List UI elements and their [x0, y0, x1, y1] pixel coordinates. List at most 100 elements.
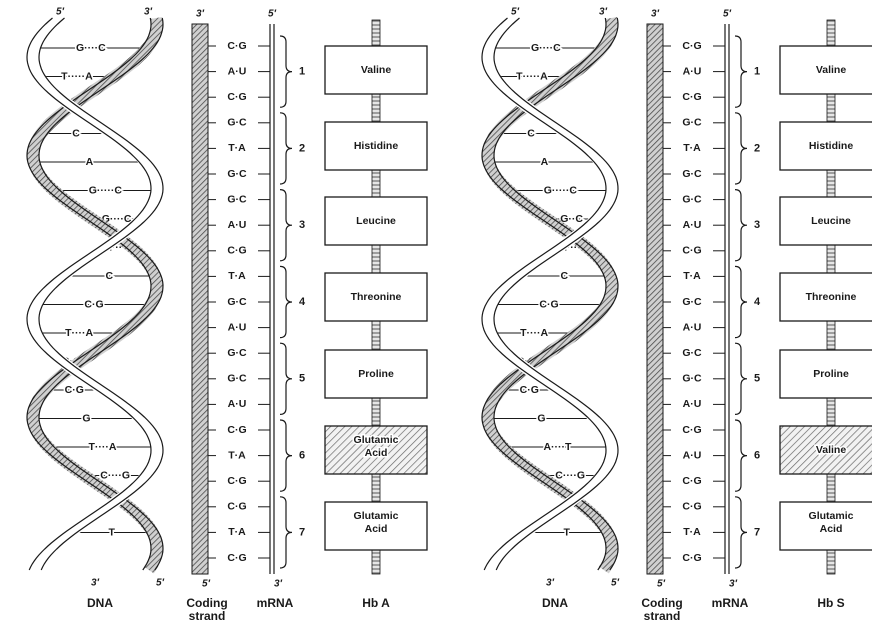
dna-strand-white	[482, 13, 618, 573]
codon-number: 4	[754, 296, 761, 308]
codon-brace	[279, 342, 293, 415]
codon-base-pair: T·A	[228, 449, 246, 461]
dna-strand-shaded-edge	[26, 17, 152, 571]
amino-acid-label: Proline	[813, 368, 849, 380]
dna-strand-white-edge	[493, 17, 619, 571]
dna-pair-label: G····C	[102, 213, 132, 225]
coding-strand-label: Coding	[186, 596, 227, 610]
dna-strand-white-edge	[38, 17, 164, 571]
codon-base-pair: A·U	[683, 65, 702, 77]
dna-5prime-bottom: 5′	[156, 578, 165, 589]
dna-pair-label: C····G	[555, 469, 585, 481]
dna-helix: G····CT·····AG·CCAG·····CG····CA····TCC·…	[26, 13, 164, 574]
amino-acid-label-line: Glutamic	[354, 510, 399, 522]
coding-strand-label-2: strand	[189, 609, 226, 623]
codon-number: 3	[299, 219, 305, 231]
codon-base-pair: G·C	[227, 117, 247, 129]
amino-acid-label: Histidine	[809, 140, 853, 152]
codon-base-pair: A·U	[683, 449, 702, 461]
codon-base-pair: A·U	[228, 65, 247, 77]
dna-pair-label: T	[563, 526, 570, 538]
codon-base-pair: A·U	[228, 398, 247, 410]
amino-acid-label: Leucine	[811, 215, 851, 227]
codon-base-pair: C·G	[227, 475, 246, 487]
dna-pair-label: C·G	[84, 298, 103, 310]
amino-acid-box	[324, 45, 428, 95]
mrna-5prime: 5′	[268, 9, 277, 20]
peptide-bond-stem	[371, 19, 381, 47]
codon-base-pair: A·U	[228, 219, 247, 231]
codon-brace	[734, 189, 748, 262]
codon-base-pair: T·A	[228, 142, 246, 154]
dna-pair-label: C····G	[100, 469, 130, 481]
codon-brace	[279, 35, 293, 108]
amino-acid-chain: ValineHistidineLeucineThreonineProlineVa…	[779, 19, 872, 575]
amino-acid-label: Valine	[816, 64, 847, 76]
codon-base-pair: G·C	[227, 296, 247, 308]
dna-pair-label: G····C	[76, 42, 106, 54]
amino-acid-box	[779, 45, 872, 95]
dna-pair-label: G	[537, 412, 545, 424]
codon-base-pair: C·G	[227, 40, 246, 52]
codon-base-pair: T·A	[228, 526, 246, 538]
panel-hbs: G····CT·····AG·CCAG·····CG··CA····TCC·GT…	[481, 7, 872, 623]
codon-base-pair: A·U	[683, 321, 702, 333]
peptide-bond-stem	[826, 549, 836, 575]
codon-base-pair: G·C	[682, 193, 702, 205]
amino-acid-label: Leucine	[356, 215, 396, 227]
codon-brace	[734, 112, 748, 185]
peptide-bond-stem	[826, 244, 836, 274]
codon-number: 4	[299, 296, 306, 308]
codon-base-pair: C·G	[227, 245, 246, 257]
codon-brace	[734, 35, 748, 108]
amino-acid-box	[779, 501, 872, 551]
dna-strand-white-edge	[481, 17, 607, 571]
peptide-bond-stem	[826, 19, 836, 47]
codon-base-pair: T·A	[683, 526, 701, 538]
codon-number: 2	[754, 142, 760, 154]
codon-base-pair: A·U	[228, 321, 247, 333]
codon-base-pair: A·U	[683, 219, 702, 231]
codon-base-pair: G·C	[682, 373, 702, 385]
codon-number: 6	[754, 450, 760, 462]
amino-acid-label: Valine	[816, 444, 847, 456]
dna-pair-label: C	[561, 270, 569, 282]
amino-acid-box	[324, 272, 428, 322]
amino-acid-label-line: Acid	[820, 523, 843, 535]
codon-number: 3	[754, 219, 760, 231]
codon-base-pair: G·C	[227, 347, 247, 359]
codon-base-pair: G·C	[682, 347, 702, 359]
dna-pair-label: A	[86, 156, 94, 168]
coding-5prime: 5′	[202, 579, 211, 590]
codon-brace	[279, 496, 293, 569]
peptide-bond-stem	[826, 169, 836, 198]
codon-number: 6	[299, 450, 305, 462]
codon-number: 5	[754, 373, 760, 385]
dna-pair-label: G·····C	[544, 184, 578, 196]
codon-brace	[734, 342, 748, 415]
dna-pair-label: A	[541, 156, 549, 168]
coding-strand-bar	[191, 23, 209, 575]
codon-base-pair: G·C	[227, 373, 247, 385]
dna-pair-label: G····C	[531, 42, 561, 54]
amino-acid-box	[324, 121, 428, 171]
codon-base-pair: C·G	[682, 475, 701, 487]
codon-base-pair: C·G	[682, 40, 701, 52]
coding-strand-label: Coding	[641, 596, 682, 610]
codon-base-pair: C·G	[227, 552, 246, 564]
peptide-bond-stem	[371, 473, 381, 503]
mrna-3prime: 3′	[274, 579, 283, 590]
peptide-bond-stem	[826, 320, 836, 351]
codon-brace	[734, 419, 748, 492]
dna-strand-white	[27, 13, 163, 573]
amino-acid-label: Proline	[358, 368, 394, 380]
dna-pair-label: T····A	[88, 441, 116, 453]
codon-base-pair: G·C	[227, 193, 247, 205]
dna-3prime-bottom: 3′	[91, 578, 100, 589]
codon-number: 7	[754, 526, 760, 538]
mrna-label: mRNA	[257, 596, 294, 610]
codon-base-pair: C·G	[227, 424, 246, 436]
coding-3prime: 3′	[196, 9, 205, 20]
